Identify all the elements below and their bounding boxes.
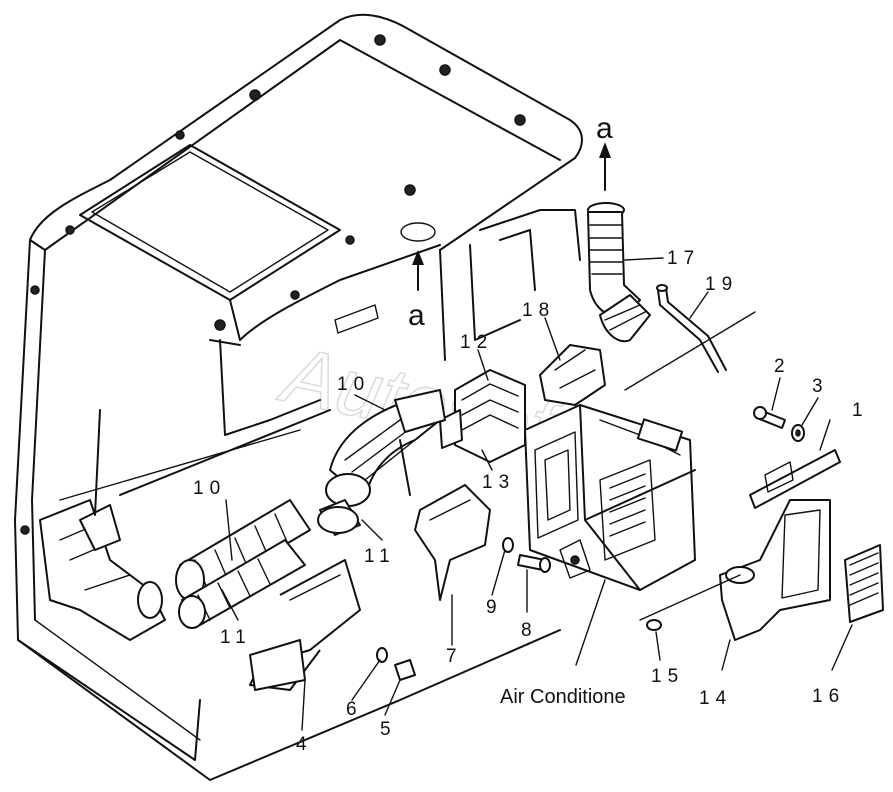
filter-16	[844, 544, 884, 623]
callout-19: 19	[705, 274, 738, 295]
arrow-label-a-middle: a	[408, 299, 425, 332]
duct-14	[719, 499, 831, 641]
cab-frame	[14, 13, 583, 781]
callout-5: 5	[380, 719, 397, 740]
arrow-label-a-top: a	[596, 112, 613, 145]
washer-3	[791, 424, 805, 442]
duct-4	[249, 559, 361, 691]
callout-9: 9	[486, 597, 503, 618]
hose-10-11-middle	[317, 389, 446, 536]
arrow-a-top	[599, 142, 611, 191]
leader-lines	[221, 257, 853, 731]
bolt-8	[517, 554, 551, 573]
bolt-2	[753, 406, 786, 429]
washer-9	[502, 537, 514, 553]
duct-17	[587, 202, 651, 343]
left-duct-assembly	[39, 409, 331, 641]
duct-7	[414, 484, 491, 601]
callout-11-middle: 11	[364, 546, 396, 567]
callout-11-left: 11	[220, 627, 252, 648]
bracket-1	[749, 449, 841, 509]
callout-16: 16	[812, 686, 845, 707]
callout-12: 12	[460, 332, 493, 353]
callout-13: 13	[482, 472, 515, 493]
bolt-5	[394, 659, 416, 681]
callout-4: 4	[296, 734, 313, 755]
air-conditioner-unit	[524, 404, 696, 591]
callout-14: 14	[699, 688, 732, 709]
screw-15	[646, 619, 662, 631]
callout-17: 17	[667, 248, 700, 269]
callout-7: 7	[446, 646, 463, 667]
hose-10-11-left	[175, 499, 311, 629]
washer-6	[376, 647, 388, 663]
callout-10-middle: 10	[337, 374, 370, 395]
callout-15: 15	[651, 666, 684, 687]
duct-18	[539, 344, 606, 406]
callout-8: 8	[521, 620, 538, 641]
caption-air-conditioner: Air Conditione	[500, 686, 626, 708]
callout-3: 3	[812, 376, 829, 397]
callout-1: 1	[852, 400, 869, 421]
callout-6: 6	[346, 699, 363, 720]
callout-10-left: 10	[193, 478, 226, 499]
arrow-a-middle	[412, 250, 424, 291]
callout-18: 18	[522, 300, 555, 321]
drain-tube-19	[656, 284, 727, 373]
callout-2: 2	[774, 356, 791, 377]
filter-12	[439, 369, 526, 463]
